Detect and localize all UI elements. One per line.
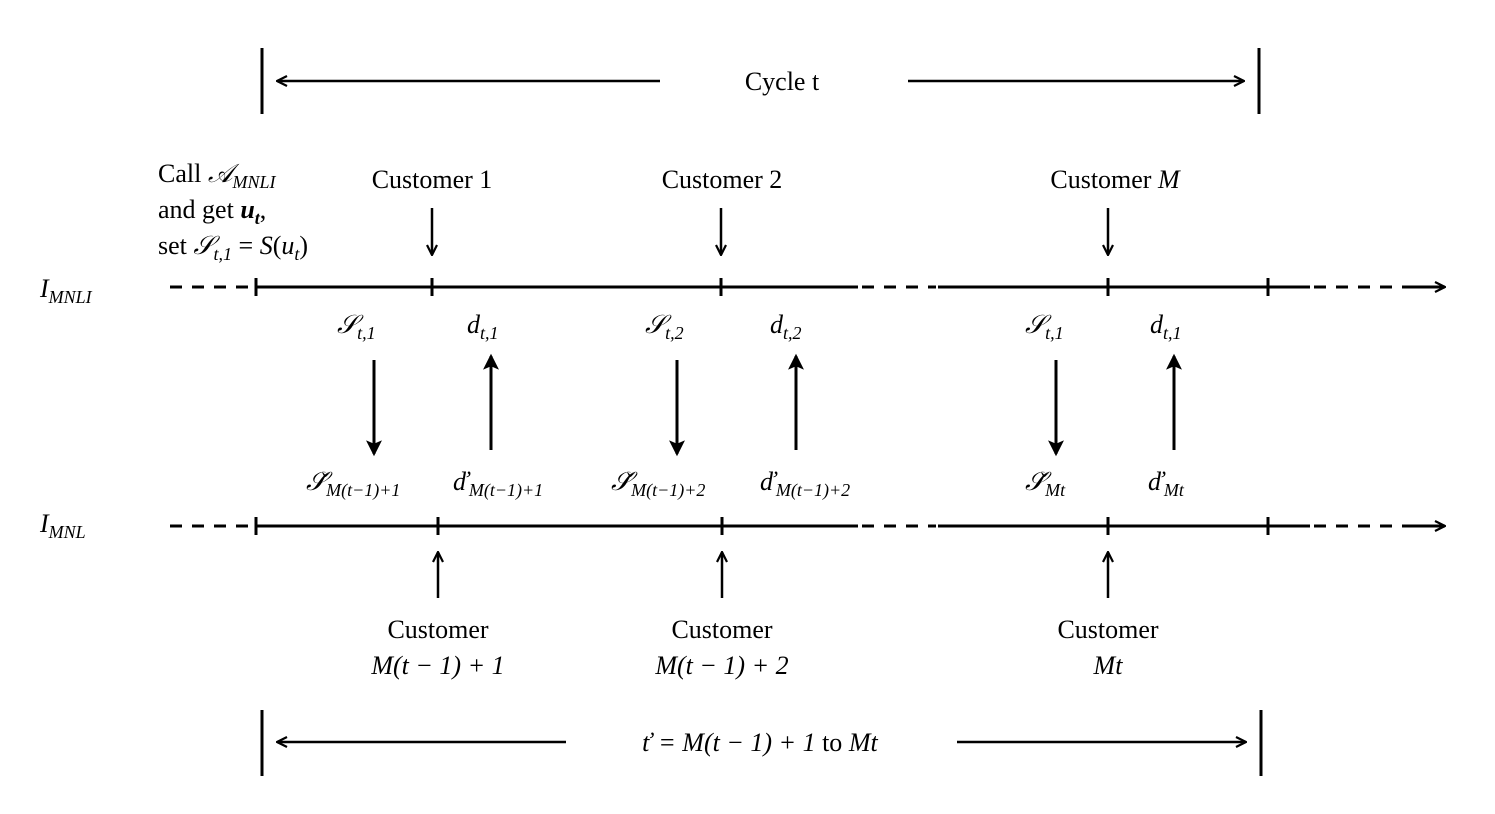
- mid-top-labels: 𝒮t,1 dt,1 𝒮t,2 dt,2 𝒮t,1 dt,1: [337, 310, 1182, 343]
- demand-check-label: ďM(t−1)+2: [760, 467, 850, 501]
- cycle-bracket: Cycle t: [260, 48, 1261, 114]
- top-customers: Customer 1 Customer 2 Customer M: [372, 165, 1181, 255]
- assortment-label: 𝒮t,1: [1025, 310, 1064, 343]
- demand-label: dt,2: [770, 310, 802, 343]
- call-line-3: set 𝒮t,1 = S(ut): [158, 231, 308, 264]
- demand-check-label: ďMt: [1148, 467, 1185, 500]
- tcheck-label: ť = M(t − 1) + 1 to Mt: [642, 728, 878, 757]
- axis-mnli: IMNLI: [39, 274, 1445, 307]
- demand-label: dt,1: [1150, 310, 1182, 343]
- axis-mnl: IMNL: [39, 509, 1445, 542]
- demand-label: dt,1: [467, 310, 499, 343]
- bottom-customer-index: M(t − 1) + 1: [370, 651, 504, 680]
- call-block: Call 𝒜MNLI and get ut, set 𝒮t,1 = S(ut): [158, 159, 308, 264]
- mid-arrows: [366, 353, 1182, 457]
- demand-check-label: ďM(t−1)+1: [453, 467, 543, 501]
- bottom-customer-index: Mt: [1093, 651, 1124, 680]
- top-customer-label: Customer 1: [372, 165, 493, 194]
- call-line-1: Call 𝒜MNLI: [158, 159, 276, 192]
- bottom-customers: Customer M(t − 1) + 1 Customer M(t − 1) …: [370, 552, 1159, 680]
- mid-bottom-labels: 𝒮̌M(t−1)+1 ďM(t−1)+1 𝒮̌M(t−1)+2 ďM(t−1)+…: [306, 467, 1185, 501]
- assortment-label: 𝒮t,2: [645, 310, 684, 343]
- bottom-customer-index: M(t − 1) + 2: [654, 651, 788, 680]
- assortment-check-label: 𝒮̌M(t−1)+2: [611, 467, 705, 501]
- bottom-customer-label: Customer: [387, 615, 488, 644]
- cycle-label: Cycle t: [745, 67, 820, 96]
- axis-mnli-label: IMNLI: [39, 274, 93, 307]
- tcheck-bracket: ť = M(t − 1) + 1 to Mt: [260, 710, 1263, 776]
- assortment-check-label: 𝒮̌M(t−1)+1: [306, 467, 400, 501]
- call-line-2: and get ut,: [158, 195, 266, 228]
- assortment-label: 𝒮t,1: [337, 310, 376, 343]
- assortment-check-label: 𝒮̌Mt: [1025, 467, 1066, 500]
- bottom-customer-label: Customer: [1057, 615, 1158, 644]
- top-customer-label: Customer 2: [662, 165, 783, 194]
- bottom-customer-label: Customer: [671, 615, 772, 644]
- axis-mnl-label: IMNL: [39, 509, 86, 542]
- top-customer-label: Customer M: [1050, 165, 1181, 194]
